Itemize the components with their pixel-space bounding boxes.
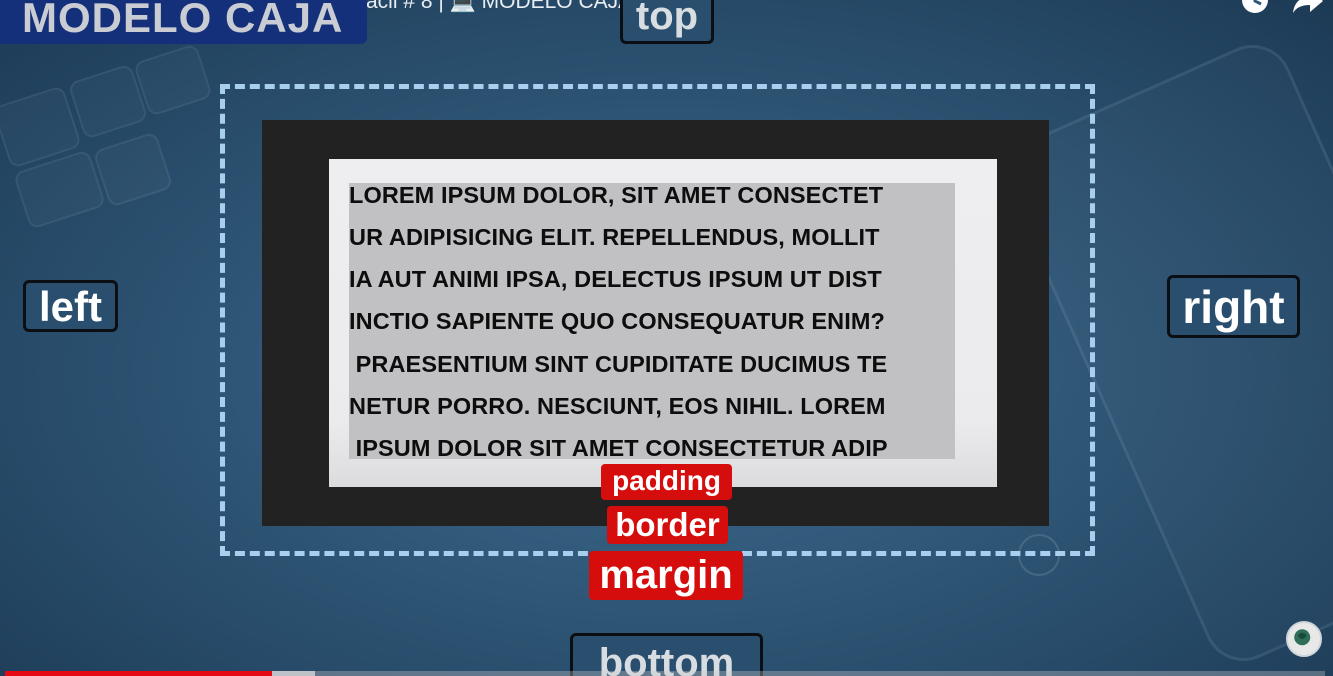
label-left: left — [23, 280, 118, 332]
channel-watermark-icon[interactable] — [1286, 621, 1322, 657]
watch-later-icon[interactable] — [1240, 0, 1270, 14]
margin-tag: margin — [589, 551, 743, 600]
content-line: IA AUT ANIMI IPSA, DELECTUS IPSUM UT DIS… — [349, 266, 882, 292]
content-line: NETUR PORRO. NESCIUNT, EOS NIHIL. LOREM — [349, 393, 886, 419]
label-right: right — [1167, 275, 1300, 338]
share-icon[interactable] — [1292, 0, 1324, 14]
content-line: IPSUM DOLOR SIT AMET CONSECTETUR ADIP — [349, 435, 888, 461]
content-area — [349, 183, 955, 459]
content-line: UR ADIPISICING ELIT. REPELLENDUS, MOLLIT — [349, 224, 880, 250]
banner-title: MODELO CAJA — [22, 0, 344, 41]
padding-tag: padding — [601, 464, 732, 500]
border-tag: border — [607, 506, 728, 544]
modelo-caja-banner: MODELO CAJA — [0, 0, 367, 44]
label-top: top — [620, 0, 714, 44]
content-line: LOREM IPSUM DOLOR, SIT AMET CONSECTET — [349, 182, 884, 208]
content-line: INCTIO SAPIENTE QUO CONSEQUATUR ENIM? — [349, 308, 885, 334]
progress-bar[interactable] — [5, 671, 1325, 676]
label-bottom: bottom — [570, 633, 763, 676]
progress-played — [5, 671, 272, 676]
content-line: PRAESENTIUM SINT CUPIDITATE DUCIMUS TE — [349, 351, 888, 377]
